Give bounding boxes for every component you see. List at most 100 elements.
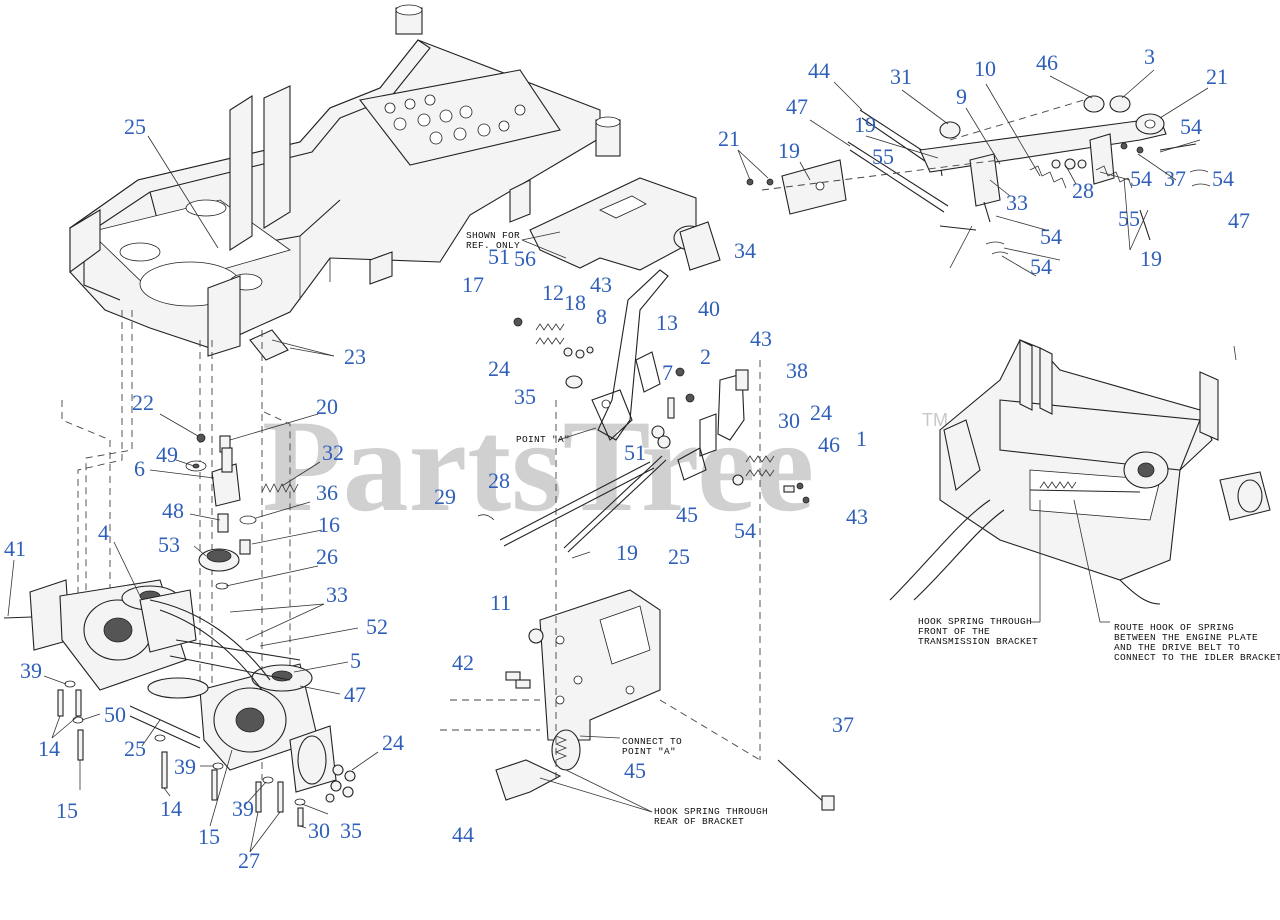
note-line: HOOK SPRING THROUGH [654,806,768,817]
note-hook-rear: HOOK SPRING THROUGH REAR OF BRACKET [654,806,774,827]
callout: 36 [316,480,338,505]
note-hook-front: HOOK SPRING THROUGH FRONT OF THE TRANSMI… [918,616,1038,647]
callout: 17 [462,272,484,297]
callout: 26 [316,544,338,569]
mounting-bracket [440,360,835,811]
trademark-mark: TM [922,410,948,430]
note-line: POINT "A" [622,746,676,757]
callout: 44 [452,822,474,847]
callout: 10 [974,56,996,81]
callout: 22 [132,390,154,415]
watermark-text: PartsTree [262,392,814,539]
note-line: REF. ONLY [466,240,520,251]
callout: 41 [4,536,26,561]
note-line: HOOK SPRING THROUGH [918,616,1032,627]
callout: 7 [662,360,673,385]
callout: 33 [326,582,348,607]
callout: 3 [1144,44,1155,69]
callout: 15 [56,798,78,823]
note-line: BETWEEN THE ENGINE PLATE [1114,632,1258,643]
control-assembly [477,177,810,559]
callout: 6 [134,456,145,481]
callout: 54 [1130,166,1152,191]
note-line: TRANSMISSION BRACKET [918,636,1038,647]
callout: 19 [616,540,638,565]
steering-linkage [746,95,1211,255]
callout: 12 [542,280,564,305]
callout: 19 [854,112,876,137]
callout: 54 [734,518,756,543]
callout: 21 [718,126,740,151]
callout: 19 [778,138,800,163]
callout: 37 [832,712,854,737]
note-point-a: POINT "A" [516,434,570,445]
callout: 24 [488,356,510,381]
callout: 47 [344,682,366,707]
callout: 47 [1228,208,1250,233]
callout: 24 [382,730,404,755]
callout: 28 [488,468,510,493]
callout: 38 [786,358,808,383]
callout: 51 [624,440,646,465]
note-line: ROUTE HOOK OF SPRING [1114,622,1234,633]
callout: 39 [20,658,42,683]
callout: 32 [322,440,344,465]
callout: 53 [158,532,180,557]
callout: 31 [890,64,912,89]
note-shown-for-ref: SHOWN FOR REF. ONLY [466,230,526,251]
note-connect-point-a: CONNECT TO POINT "A" [622,736,688,757]
callout: 55 [1118,206,1140,231]
idler-parts-stack [185,433,299,590]
callout: 13 [656,310,678,335]
callout: 11 [490,590,511,615]
leader-lines [7,135,379,853]
callout: 54 [1030,254,1052,279]
callout: 46 [818,432,840,457]
callout: 9 [956,84,967,109]
callout: 43 [590,272,612,297]
callout: 39 [232,796,254,821]
callout: 16 [318,512,340,537]
callout: 14 [38,736,60,761]
callout: 51 [488,244,510,269]
callout: 29 [434,484,456,509]
callout: 5 [350,648,361,673]
callout: 42 [452,650,474,675]
callout: 47 [786,94,808,119]
callout: 48 [162,498,184,523]
callout: 25 [668,544,690,569]
callout: 45 [624,758,646,783]
callout: 35 [340,818,362,843]
callout: 49 [156,442,178,467]
callout: 25 [124,114,146,139]
callout: 19 [1140,246,1162,271]
callout: 50 [104,702,126,727]
callout: 39 [174,754,196,779]
callout: 2 [700,344,711,369]
callout: 1 [856,426,867,451]
callout: 8 [596,304,607,329]
callout: 45 [676,502,698,527]
callout: 52 [366,614,388,639]
note-line: SHOWN FOR [466,230,520,241]
transmission-assembly [3,579,356,803]
callout: 18 [564,290,586,315]
callout: 54 [1180,114,1202,139]
callout: 30 [778,408,800,433]
note-line: CONNECT TO THE IDLER BRACKET [1114,652,1280,663]
callout: 25 [124,736,146,761]
callout: 54 [1040,224,1062,249]
callout: 34 [734,238,756,263]
callout: 33 [1006,190,1028,215]
note-line: REAR OF BRACKET [654,816,744,827]
main-frame [68,4,621,361]
callout: 54 [1212,166,1234,191]
callout: 28 [1072,178,1094,203]
callout: 46 [1036,50,1058,75]
callout: 44 [808,58,830,83]
note-route-hook: ROUTE HOOK OF SPRING BETWEEN THE ENGINE … [1114,622,1280,663]
annotation-notes: SHOWN FOR REF. ONLY POINT "A" CONNECT TO… [466,230,1280,827]
callout: 27 [238,848,260,873]
callout: 56 [514,246,536,271]
